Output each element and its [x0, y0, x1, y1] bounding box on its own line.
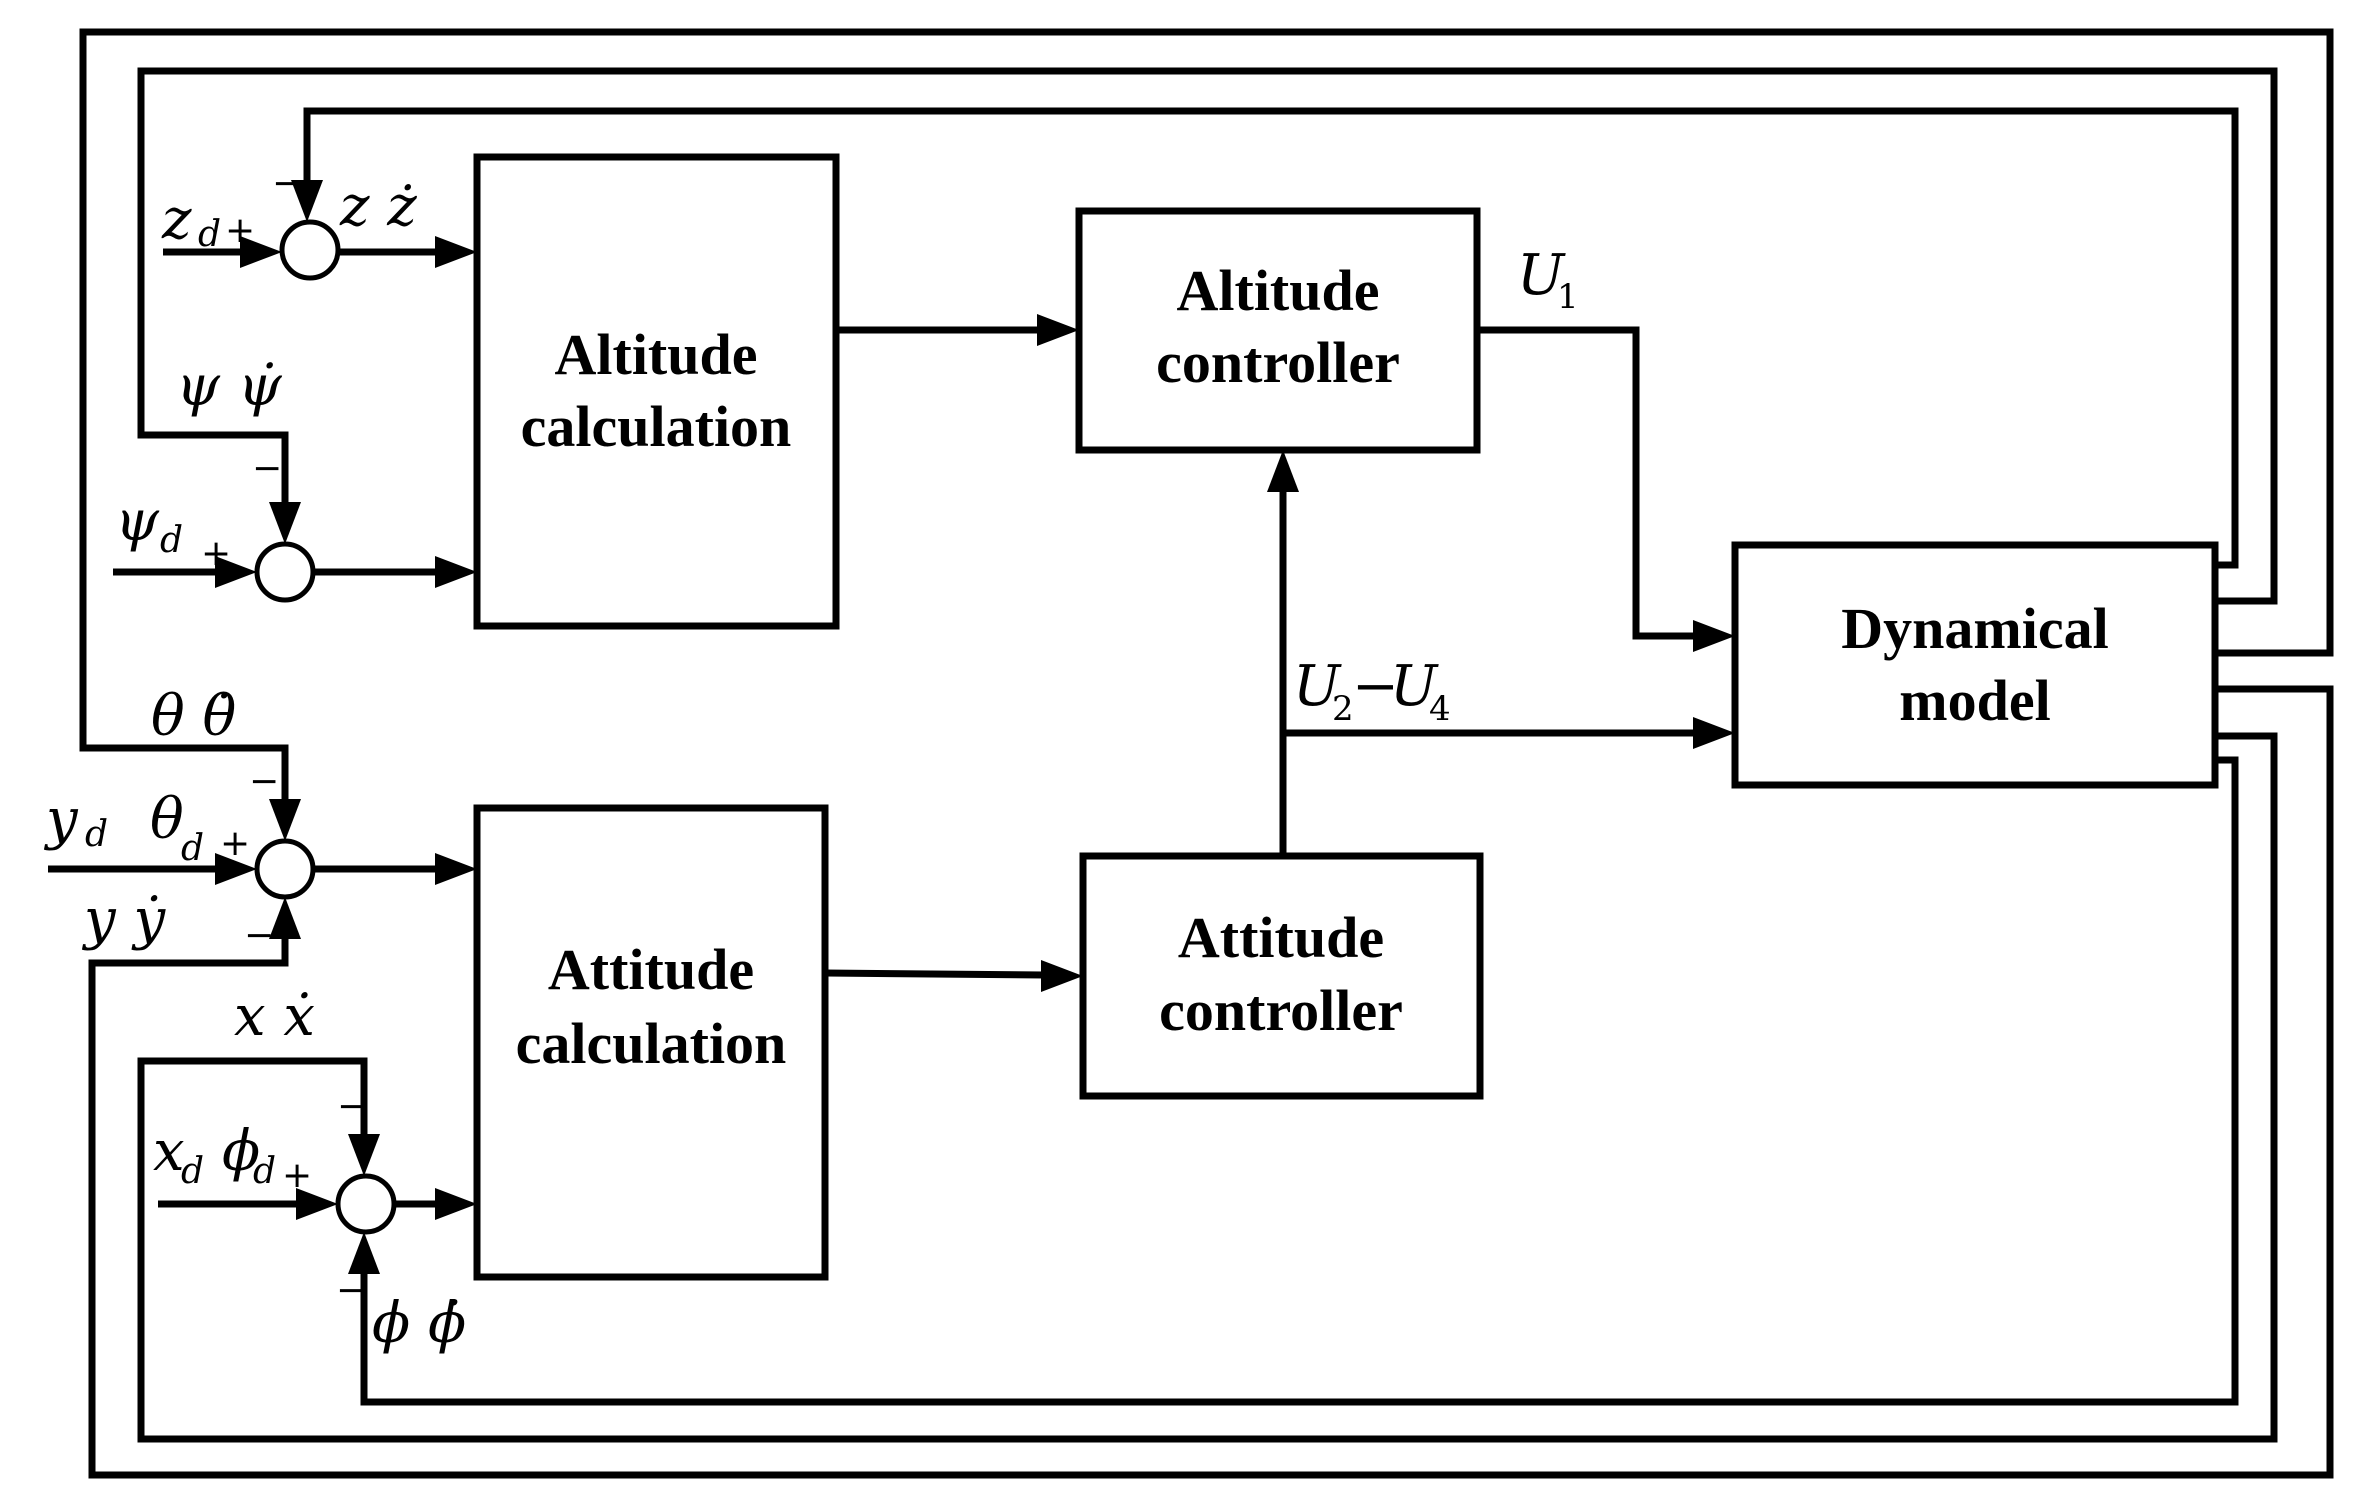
wire-u2u4-to-dynamics [1283, 717, 1735, 749]
attitude-controller-block: Attitude controller [1079, 852, 1484, 1100]
altitude-calculation-block: Altitude calculation [473, 153, 840, 630]
label-u1: U 1 [1517, 243, 1579, 317]
svg-text:d: d [253, 1151, 276, 1192]
svg-text:d: d [198, 214, 221, 255]
svg-text:d: d [181, 1151, 204, 1192]
svg-text:U: U [1517, 243, 1566, 308]
wire-u2u4-up [1267, 450, 1299, 856]
altitude-controller-block: Altitude controller [1075, 207, 1481, 454]
svg-text:ψ: ψ [115, 489, 160, 554]
wire-feedback-x [137, 732, 2278, 1443]
svg-text:U: U [1390, 654, 1439, 719]
svg-text:4: 4 [1429, 689, 1451, 729]
sum-junction-psi [254, 541, 316, 603]
svg-text:y: y [43, 787, 79, 852]
sign-minus-x: − [337, 1086, 367, 1127]
attitude-calculation-line1: Attitude [548, 937, 754, 1002]
svg-text:+: + [282, 1155, 312, 1196]
label-phid: ϕ d + [222, 1119, 312, 1196]
svg-text:−: − [1352, 654, 1399, 719]
label-phi-phidot: ϕ ϕ̇ [372, 1291, 466, 1356]
svg-text:+: + [220, 823, 250, 864]
svg-text:d: d [181, 828, 204, 869]
wire-feedback-z [291, 107, 2239, 569]
dynamical-model-block: Dynamical model [1731, 541, 2219, 789]
label-u2-u4: U 2 − U 4 [1293, 654, 1451, 729]
svg-text:1: 1 [1557, 277, 1579, 317]
wire-altitude-calc-to-controller [836, 314, 1079, 346]
sign-minus-y: − [244, 915, 274, 956]
svg-text:x: x [153, 1119, 185, 1184]
wire-zd-input [163, 236, 282, 268]
attitude-controller-line1: Attitude [1178, 905, 1384, 970]
label-x-xdot: x ẋ [234, 984, 315, 1049]
wire-feedback-y [88, 685, 2334, 1479]
altitude-calculation-line1: Altitude [555, 322, 758, 387]
svg-text:2: 2 [1332, 689, 1354, 729]
dynamical-model-line2: model [1899, 668, 2050, 733]
altitude-controller-line2: controller [1156, 330, 1400, 395]
sum-junction-phi-x [335, 1173, 397, 1235]
sign-minus-psi: − [252, 448, 282, 489]
wire-theta-to-attitude-calc [313, 853, 477, 885]
svg-text:d: d [85, 814, 108, 855]
sum-junction-z [279, 219, 341, 281]
altitude-calculation-line2: calculation [521, 394, 792, 459]
wire-feedback-theta [79, 28, 2334, 841]
svg-text:z: z [161, 187, 192, 252]
label-psid: ψ d + [115, 489, 231, 574]
label-yd: y d [43, 787, 108, 855]
label-y-ydot: y ẏ [81, 887, 166, 952]
svg-text:+: + [201, 533, 231, 574]
label-theta-thetadot: θ θ̇ [151, 684, 236, 749]
svg-text:+: + [225, 210, 255, 251]
wire-phi-to-attitude-calc [394, 1188, 477, 1220]
wire-psi-to-altitude-calc [313, 556, 477, 588]
wire-psid-input [113, 556, 257, 588]
sign-minus-z: − [272, 163, 302, 204]
wire-z-to-altitude-calc [338, 236, 477, 268]
sum-junction-theta-y [254, 838, 316, 900]
wire-xd-input [158, 1188, 338, 1220]
label-z-zdot: z ż [339, 174, 417, 239]
attitude-calculation-line2: calculation [516, 1011, 787, 1076]
wire-attitude-calc-to-controller [824, 960, 1083, 992]
svg-text:d: d [160, 520, 183, 561]
svg-text:θ: θ [150, 787, 184, 852]
attitude-calculation-block: Attitude calculation [473, 804, 829, 1281]
label-zd: z d + [161, 187, 255, 255]
sign-minus-phi: − [336, 1270, 366, 1311]
label-xd: x d [153, 1119, 204, 1192]
svg-text:ϕ: ϕ [222, 1119, 260, 1184]
label-psi-psidot: ψ ψ̇ [176, 354, 283, 419]
svg-text:U: U [1293, 654, 1342, 719]
wire-thetad-input [48, 853, 257, 885]
label-thetad: θ d + [150, 787, 250, 869]
wire-u1-to-dynamics [1477, 326, 1735, 652]
sign-minus-theta: − [249, 761, 279, 802]
attitude-controller-line2: controller [1159, 978, 1403, 1043]
wire-feedback-phi [348, 756, 2239, 1406]
dynamical-model-line1: Dynamical [1841, 596, 2108, 661]
wire-feedback-psi [137, 67, 2278, 605]
altitude-controller-line1: Altitude [1177, 258, 1380, 323]
